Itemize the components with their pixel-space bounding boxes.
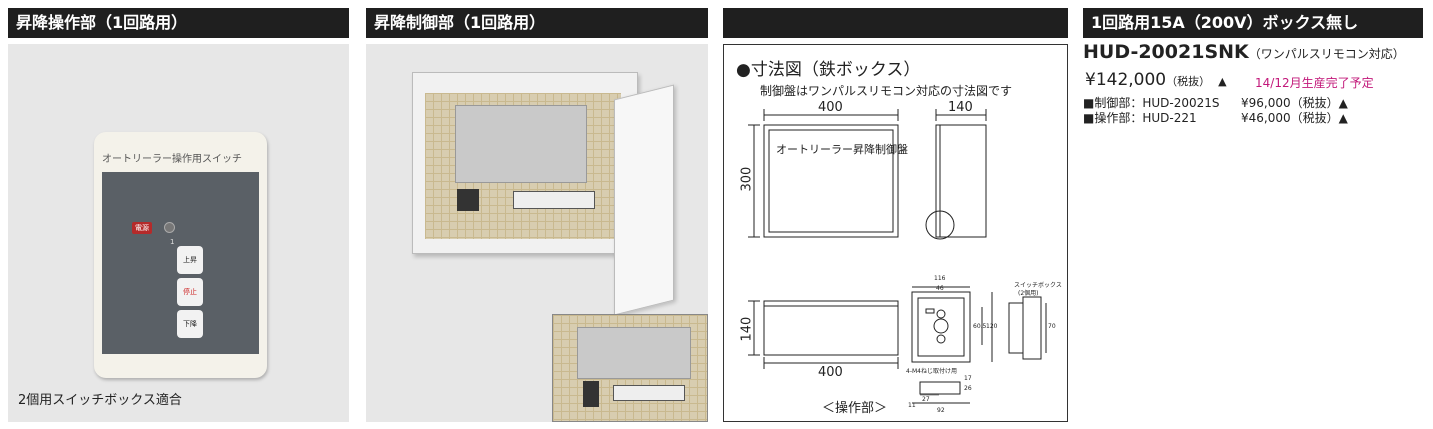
- part-price: ¥96,000（税抜）▲: [1241, 96, 1348, 110]
- discontinue-mark: ▲: [1218, 75, 1227, 88]
- operation-caption: 2個用スイッチボックス適合: [18, 393, 182, 408]
- panel-label: オートリーラー昇降制御盤: [776, 143, 908, 156]
- control-panel: [366, 44, 708, 422]
- power-label: 電源: [132, 222, 152, 234]
- up-button: 上昇: [177, 246, 203, 274]
- dim-70: 70: [1048, 323, 1056, 330]
- diagram-subtitle: 制御盤はワンパルスリモコン対応の寸法図です: [760, 84, 1013, 98]
- section-header-product: 1回路用15A（200V）ボックス無し: [1083, 8, 1423, 38]
- front-height-label: 300: [739, 166, 755, 192]
- price-tax: （税抜）: [1166, 75, 1211, 88]
- switchbox-label: スイッチボックス: [1014, 282, 1062, 289]
- terminal-block: [513, 191, 595, 209]
- part-label: ■操作部：HUD-221: [1083, 111, 1197, 125]
- dim-92: 92: [937, 407, 945, 414]
- operation-unit-label: ＜操作部＞: [822, 401, 888, 416]
- breaker: [457, 189, 479, 211]
- model-name: HUD-20021SNK: [1083, 41, 1249, 63]
- dim-26: 26: [964, 385, 972, 392]
- discontinue-note: 14/12月生産完了予定: [1255, 76, 1374, 90]
- stop-button: 停止: [177, 278, 203, 306]
- switch-plate-title: オートリーラー操作用スイッチ: [102, 154, 242, 165]
- section-header-diagram: [723, 8, 1068, 38]
- dim-116: 116: [934, 275, 946, 282]
- switch-plate-image: オートリーラー操作用スイッチ 電源 1 上昇 停止 下降: [94, 132, 267, 378]
- box-door: [614, 84, 674, 316]
- closeup-terminal: [613, 385, 685, 401]
- closeup-breaker: [583, 381, 599, 407]
- dim-11: 11: [908, 402, 916, 409]
- interior-closeup-image: [552, 314, 708, 422]
- part-row: ■操作部：HUD-221 ¥46,000（税抜）▲: [1083, 109, 1348, 126]
- bottom-height-label: 140: [739, 316, 755, 342]
- section-header-control: 昇降制御部（1回路用）: [366, 8, 708, 38]
- model-note: （ワンパルスリモコン対応）: [1248, 47, 1405, 61]
- power-led-icon: [164, 222, 175, 233]
- side-depth-label: 140: [948, 100, 973, 115]
- switchbox-sub-label: (2個用): [1018, 290, 1039, 297]
- closeup-board: [577, 327, 691, 379]
- part-row: ■制御部：HUD-20021S ¥96,000（税抜）▲: [1083, 94, 1348, 111]
- down-button: 下降: [177, 310, 203, 338]
- switch-plate-face: 電源 1 上昇 停止 下降: [102, 172, 259, 354]
- diagram-drawing: [748, 109, 1047, 404]
- dim-46: 46: [936, 285, 944, 292]
- part-label: ■制御部：HUD-20021S: [1083, 96, 1220, 110]
- dim-27: 27: [922, 396, 930, 403]
- part-price: ¥46,000（税抜）▲: [1241, 111, 1348, 125]
- dimension-diagram: ●寸法図（鉄ボックス） 制御盤はワンパルスリモコン対応の寸法図です: [723, 44, 1068, 422]
- circuit-number: 1: [170, 238, 175, 246]
- operation-panel: オートリーラー操作用スイッチ 電源 1 上昇 停止 下降 2個用スイッチボックス…: [8, 44, 349, 422]
- model-number: HUD-20021SNK（ワンパルスリモコン対応）: [1083, 41, 1405, 63]
- dim-120: 120: [986, 323, 998, 330]
- dim-60-5: 60.5: [973, 323, 987, 330]
- price-value: ¥142,000: [1085, 70, 1167, 90]
- box-interior: [425, 93, 621, 239]
- control-board: [455, 105, 587, 183]
- bottom-width-label: 400: [818, 365, 843, 380]
- front-width-label: 400: [818, 100, 843, 115]
- diagram-title: ●寸法図（鉄ボックス）: [736, 60, 921, 80]
- price: ¥142,000（税抜） ▲: [1085, 70, 1227, 90]
- screw-label: 4-M4ねじ取付け用: [906, 368, 957, 375]
- section-header-operation: 昇降操作部（1回路用）: [8, 8, 349, 38]
- dim-17: 17: [964, 375, 972, 382]
- control-box-image: [412, 72, 638, 254]
